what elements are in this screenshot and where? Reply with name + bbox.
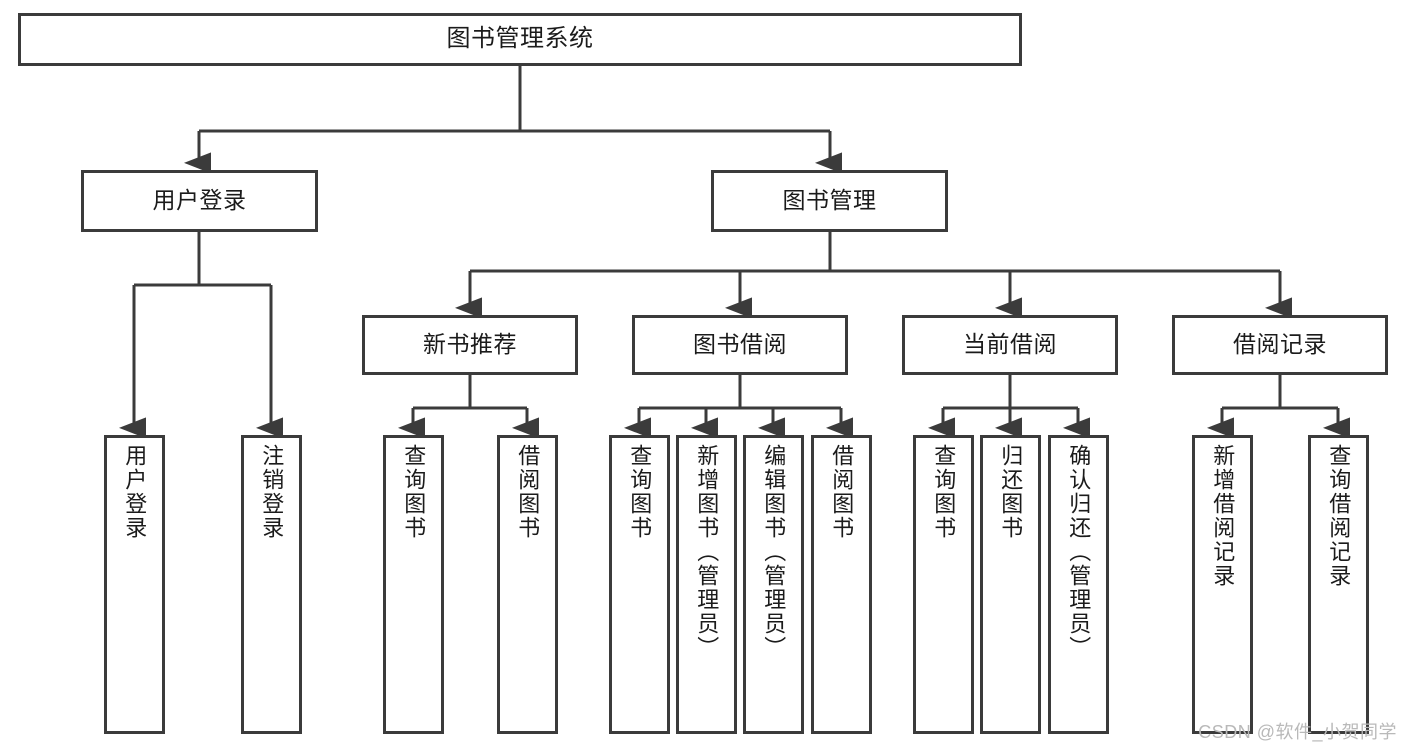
node-label: 新增图书（管理员）: [694, 444, 720, 660]
node-label: 查询图书: [931, 444, 957, 540]
leaf-borrow-book-2[interactable]: 借阅图书: [811, 435, 872, 734]
node-label: 图书管理: [782, 187, 877, 214]
node-label: 借阅记录: [1233, 331, 1327, 358]
node-current-borrow[interactable]: 当前借阅: [902, 315, 1118, 375]
node-label: 查询借阅记录: [1326, 444, 1352, 588]
leaf-add-record[interactable]: 新增借阅记录: [1192, 435, 1253, 734]
node-label: 借阅图书: [829, 444, 855, 540]
node-label: 借阅图书: [515, 444, 541, 540]
node-label: 归还图书: [998, 444, 1024, 540]
leaf-user-login[interactable]: 用户登录: [104, 435, 165, 734]
leaf-add-book[interactable]: 新增图书（管理员）: [676, 435, 737, 734]
node-label: 查询图书: [627, 444, 653, 540]
node-borrow-record[interactable]: 借阅记录: [1172, 315, 1388, 375]
node-book-management[interactable]: 图书管理: [711, 170, 948, 232]
leaf-query-book-3[interactable]: 查询图书: [913, 435, 974, 734]
node-label: 新增借阅记录: [1210, 444, 1236, 588]
node-label: 编辑图书（管理员）: [761, 444, 787, 660]
leaf-logout[interactable]: 注销登录: [241, 435, 302, 734]
leaf-query-book-1[interactable]: 查询图书: [383, 435, 444, 734]
node-label: 查询图书: [401, 444, 427, 540]
node-new-book-recommend[interactable]: 新书推荐: [362, 315, 578, 375]
leaf-return-book[interactable]: 归还图书: [980, 435, 1041, 734]
node-label: 用户登录: [122, 444, 148, 540]
node-label: 新书推荐: [423, 331, 517, 358]
leaf-edit-book[interactable]: 编辑图书（管理员）: [743, 435, 804, 734]
node-label: 图书管理系统: [446, 25, 594, 53]
leaf-confirm-return[interactable]: 确认归还（管理员）: [1048, 435, 1109, 734]
node-book-borrow[interactable]: 图书借阅: [632, 315, 848, 375]
node-label: 确认归还（管理员）: [1066, 444, 1092, 660]
node-label: 用户登录: [152, 187, 247, 214]
node-user-login[interactable]: 用户登录: [81, 170, 318, 232]
node-label: 注销登录: [259, 444, 285, 540]
node-root-system[interactable]: 图书管理系统: [18, 13, 1022, 66]
leaf-query-record[interactable]: 查询借阅记录: [1308, 435, 1369, 734]
node-label: 图书借阅: [693, 331, 787, 358]
leaf-borrow-book-1[interactable]: 借阅图书: [497, 435, 558, 734]
leaf-query-book-2[interactable]: 查询图书: [609, 435, 670, 734]
watermark-text: CSDN @软件_小贺同学: [1198, 722, 1397, 742]
node-label: 当前借阅: [963, 331, 1057, 358]
